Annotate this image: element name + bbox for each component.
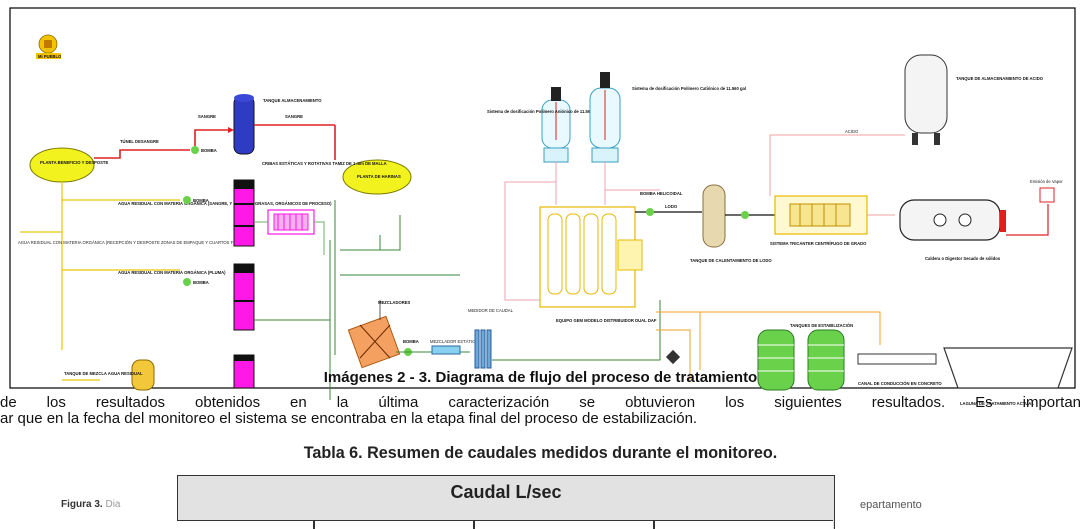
tanque-calentamiento (702, 184, 726, 248)
svg-text:Emisión de Vapor: Emisión de Vapor (1030, 179, 1063, 184)
svg-text:TANQUE ALMACENAMIENTO: TANQUE ALMACENAMIENTO (263, 98, 322, 103)
tanque-estabilizacion-1 (757, 329, 795, 391)
planta-harinas-tank: PLANTA DE HARINAS (342, 159, 412, 195)
cell-divider (653, 521, 655, 529)
criba-3 (233, 354, 255, 389)
svg-text:LAGUNA DE TRATAMIENTO ACTUAL: LAGUNA DE TRATAMIENTO ACTUAL (960, 401, 1034, 406)
criba-2 (233, 263, 255, 331)
svg-text:LODO: LODO (665, 204, 678, 209)
svg-text:Sistema de dosificación Políme: Sistema de dosificación Polímero Catióni… (632, 86, 746, 91)
svg-text:SANGRE: SANGRE (198, 114, 216, 119)
svg-text:MEZCLADOR ESTÁTICO: MEZCLADOR ESTÁTICO (430, 339, 479, 344)
svg-text:AGUA RESIDUAL CON MATERIA ORGÁ: AGUA RESIDUAL CON MATERIA ORGÁNICA (RECE… (18, 240, 245, 245)
caudal-table-header: Caudal L/sec (450, 482, 562, 502)
svg-text:MEZCLADORES: MEZCLADORES (378, 300, 411, 305)
tanque-estabilizacion-2 (807, 329, 845, 391)
svg-text:SISTEMA TRICANTER CENTRÍFUGO D: SISTEMA TRICANTER CENTRÍFUGO DE GRADO (770, 241, 867, 246)
figure-label-bold: Figura 3. (61, 499, 103, 510)
svg-text:BOMBA: BOMBA (193, 280, 209, 285)
canal-conduccion (857, 353, 937, 365)
tunel-label: TÚNEL DESANGRE (120, 139, 159, 144)
svg-text:EQUIPO GEM MODELO DISTRIBUIDOR: EQUIPO GEM MODELO DISTRIBUIDOR DUAL DAF (556, 318, 657, 323)
svg-text:BOMBA: BOMBA (201, 148, 217, 153)
caudal-table: Caudal L/sec (177, 475, 835, 529)
svg-text:TANQUE DE CALENTAMIENTO DE LOD: TANQUE DE CALENTAMIENTO DE LODO (690, 258, 772, 263)
logo: Mi PUEBLO (36, 34, 62, 59)
tunel-desangre-line (94, 149, 190, 159)
svg-text:Caldera o Digestor Secado de s: Caldera o Digestor Secado de sólidos (925, 256, 1001, 261)
svg-text:TANQUE DE ALMACENAMIENTO DE AC: TANQUE DE ALMACENAMIENTO DE ACIDO (956, 76, 1044, 81)
mezcladores (347, 315, 401, 369)
right-label: epartamento (860, 499, 922, 511)
svg-text:AGUA RESIDUAL CON MATERIA ORGÁ: AGUA RESIDUAL CON MATERIA ORGÁNICA (SANG… (118, 201, 332, 206)
dosificador-1 (541, 87, 571, 163)
caldera (899, 199, 1006, 241)
table-title: Tabla 6. Resumen de caudales medidos dur… (303, 443, 778, 462)
planta-beneficio-label: PLANTA BENEFICIO Y DESPOSTE (40, 160, 108, 165)
dosificador-2 (589, 72, 621, 163)
svg-text:CANAL DE CONDUCCIÓN EN CONCRET: CANAL DE CONDUCCIÓN EN CONCRETO (858, 381, 942, 386)
svg-text:MEDIDOR DE CAUDAL: MEDIDOR DE CAUDAL (468, 308, 514, 313)
tanque-acido (904, 54, 948, 145)
svg-text:Sistema de dosificación Políme: Sistema de dosificación Polímero Aniónic… (487, 109, 600, 114)
svg-text:ACIDO: ACIDO (845, 129, 859, 134)
figure-label-faded: Dia (105, 499, 121, 510)
svg-text:BOMBA: BOMBA (193, 198, 209, 203)
svg-text:TANQUES DE ESTABILIZACIÓN: TANQUES DE ESTABILIZACIÓN (790, 323, 853, 328)
equipo-daf (539, 206, 643, 308)
tanque-mezcla (131, 359, 155, 391)
svg-text:BOMBA HELICOIDAL: BOMBA HELICOIDAL (640, 191, 683, 196)
logo-text: Mi PUEBLO (38, 54, 62, 59)
tricanter (774, 195, 868, 235)
svg-text:BOMBA: BOMBA (403, 339, 419, 344)
tamiz-rotativo (267, 209, 315, 235)
caudal-table-row (177, 520, 833, 529)
svg-text:AGUA RESIDUAL CON MATERIA ORGÁ: AGUA RESIDUAL CON MATERIA ORGÁNICA (PLUM… (118, 270, 226, 275)
paragraph-line-1: de los resultados obtenidos en la última… (0, 394, 1081, 411)
criba-1 (233, 179, 255, 247)
laguna (943, 347, 1073, 389)
svg-text:TANQUE DE MEZCLA AGUA RESIDUAL: TANQUE DE MEZCLA AGUA RESIDUAL (64, 371, 143, 376)
svg-text:SANGRE: SANGRE (285, 114, 303, 119)
cell-divider (313, 521, 315, 529)
paragraph-line-2: ar que en la fecha del monitoreo el sist… (0, 410, 698, 427)
figure-caption: Imágenes 2 - 3. Diagrama de flujo del pr… (323, 369, 758, 386)
figure-label: Figura 3. Dia (61, 499, 120, 510)
cell-divider (473, 521, 475, 529)
tanque-almacenamiento (233, 94, 255, 155)
svg-text:CRIBAS ESTÁTICAS Y ROTATIVAS T: CRIBAS ESTÁTICAS Y ROTATIVAS TAMIZ DE 1 … (262, 161, 387, 166)
svg-text:PLANTA DE HARINAS: PLANTA DE HARINAS (357, 174, 401, 179)
medidor-caudal (474, 329, 492, 369)
